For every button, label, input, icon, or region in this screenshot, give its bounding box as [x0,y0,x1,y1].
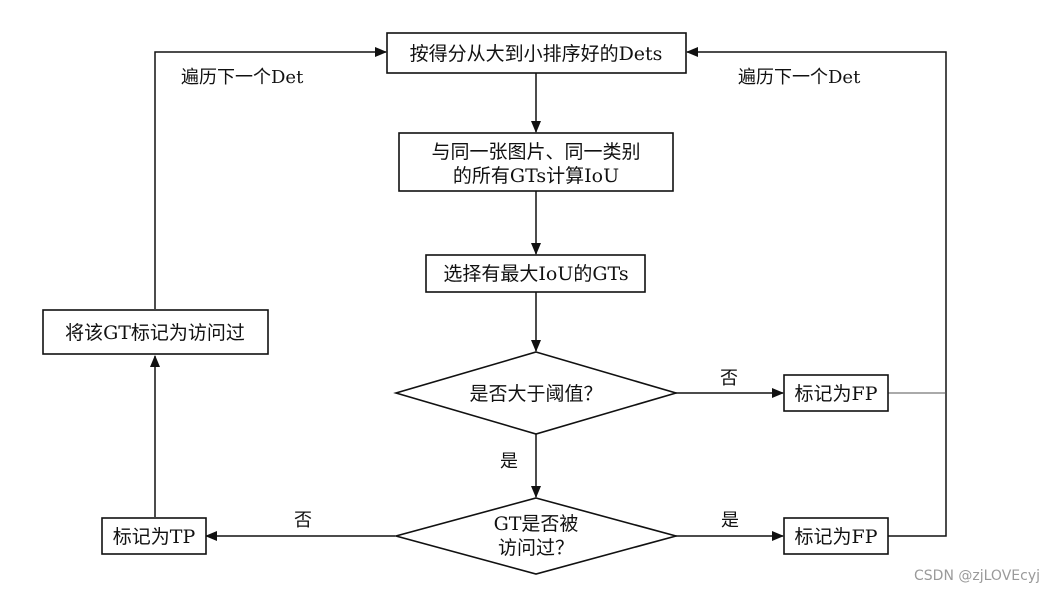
loop-right-connector [686,47,947,537]
node-mark-fp-threshold-label: 标记为FP [795,383,878,405]
decision-visited: GT是否被 访问过？ [392,497,680,575]
node-mark-visited-label: 将该GT标记为访问过 [65,322,245,344]
edge-label-loop-left: 遍历下一个Det [181,67,304,88]
decision-visited-label-2: 访问过？ [498,537,574,559]
node-mark-fp-threshold: 标记为FP [783,374,889,412]
node-mark-tp: 标记为TP [101,517,207,555]
edge-label-visited-yes: 是 [721,510,739,531]
edge-label-visited-no: 否 [294,510,312,531]
edge-label-loop-right: 遍历下一个Det [738,67,861,88]
node-sort-dets: 按得分从大到小排序好的Dets [386,32,687,74]
node-mark-tp-label: 标记为TP [113,526,196,548]
decision-visited-label-1: GT是否被 [494,513,579,535]
node-compute-iou: 与同一张图片、同一类别 的所有GTs计算IoU [398,132,674,192]
node-mark-visited: 将该GT标记为访问过 [42,309,269,355]
node-select-max-iou: 选择有最大IoU的GTs [425,254,646,293]
watermark: CSDN @zjLOVEcyj [914,568,1040,584]
node-sort-dets-label: 按得分从大到小排序好的Dets [410,43,663,65]
decision-threshold: 是否大于阈值？ [393,351,679,435]
node-mark-fp-visited-label: 标记为FP [795,526,878,548]
node-select-max-iou-label: 选择有最大IoU的GTs [443,263,628,285]
edge-label-threshold-no: 否 [720,368,738,389]
loop-left-connector [154,47,387,309]
node-mark-fp-visited: 标记为FP [783,517,889,555]
decision-threshold-label: 是否大于阈值？ [469,383,602,405]
edge-label-threshold-yes: 是 [500,451,518,472]
node-compute-iou-label-2: 的所有GTs计算IoU [453,165,619,187]
node-compute-iou-label-1: 与同一张图片、同一类别 [431,141,640,163]
